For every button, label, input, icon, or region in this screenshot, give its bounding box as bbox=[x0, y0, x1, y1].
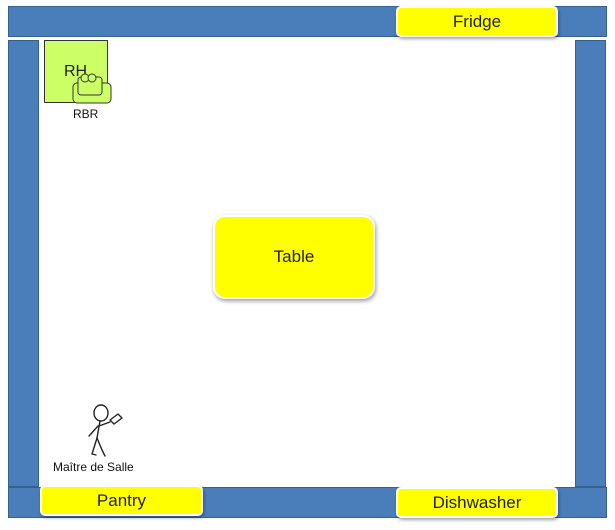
pantry: Pantry bbox=[40, 485, 203, 516]
dishwasher: Dishwasher bbox=[396, 487, 558, 518]
person-label: Maître de Salle bbox=[53, 460, 134, 474]
table-label: Table bbox=[273, 247, 315, 266]
robot-label: RBR bbox=[73, 107, 99, 121]
person-icon bbox=[88, 404, 123, 457]
left-wall bbox=[8, 40, 39, 487]
fridge-label: Fridge bbox=[452, 11, 502, 31]
fridge: Fridge bbox=[396, 6, 558, 37]
table: Table bbox=[213, 215, 375, 299]
pantry-label: Pantry bbox=[96, 490, 147, 510]
robot-icon bbox=[72, 73, 112, 104]
right-wall bbox=[575, 40, 606, 487]
dishwasher-label: Dishwasher bbox=[432, 492, 522, 512]
